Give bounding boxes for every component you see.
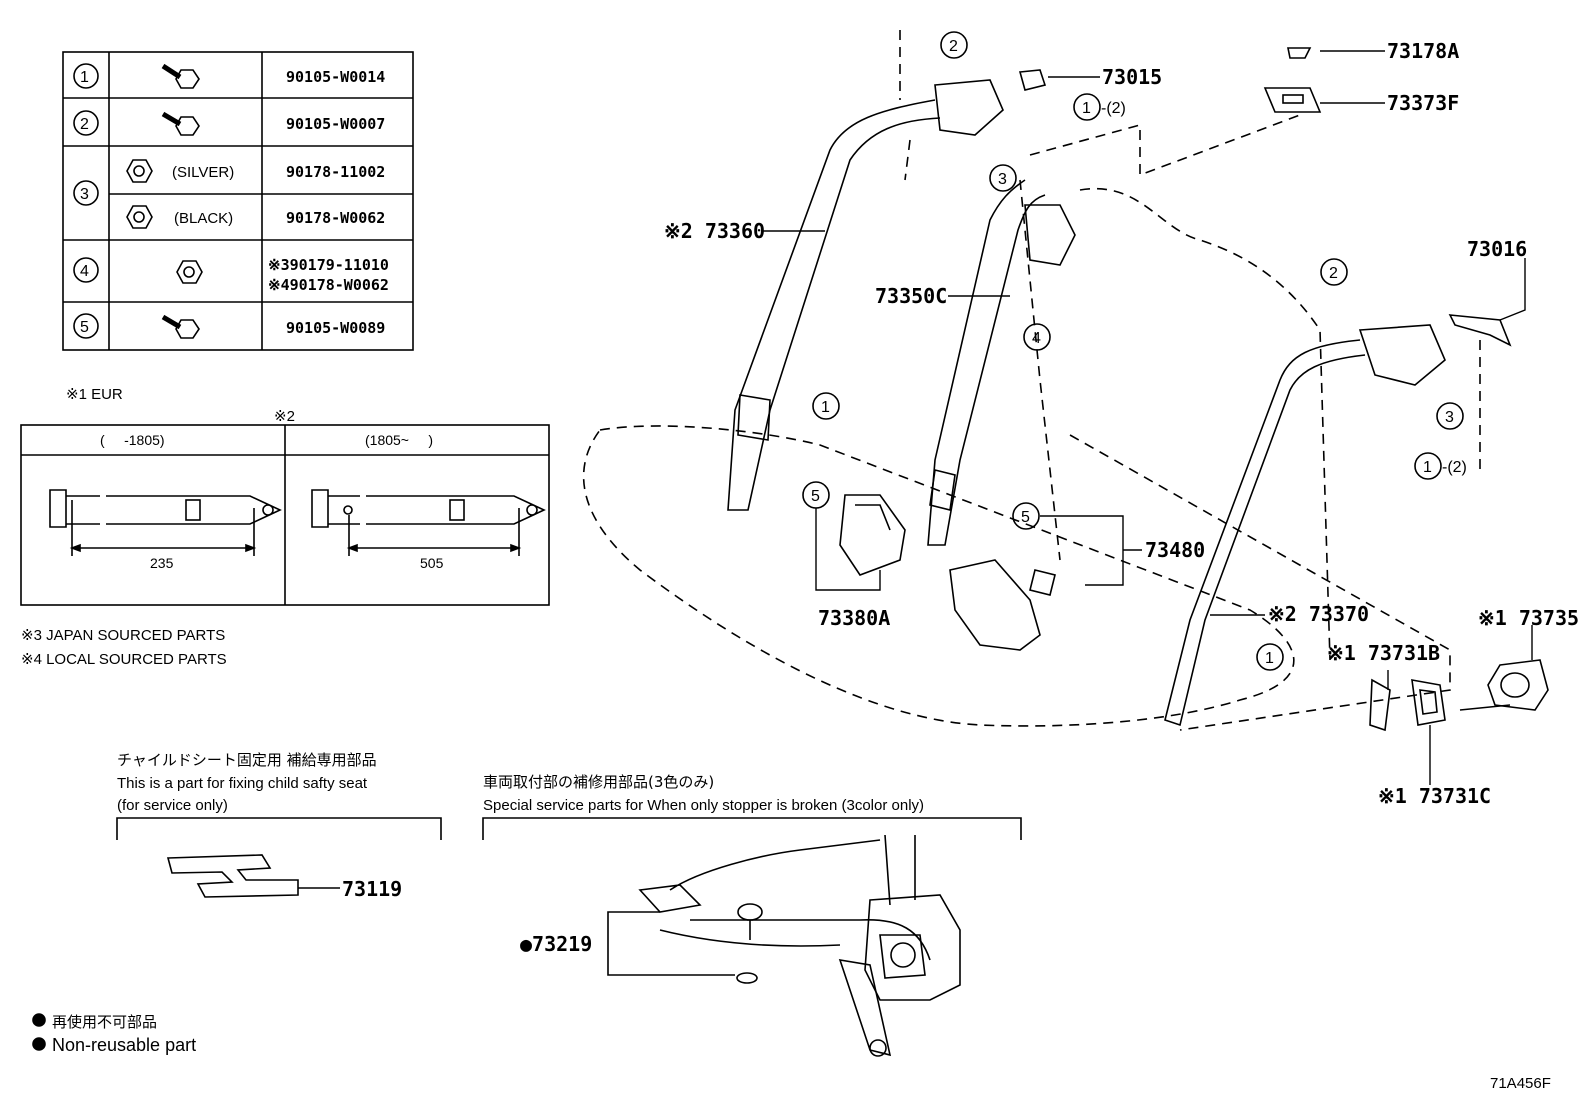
- label-73015: 73015: [1102, 65, 1162, 89]
- label-73380A: 73380A: [818, 606, 890, 630]
- label-73731B: ※1 73731B: [1327, 641, 1440, 665]
- svg-text:1: 1: [1423, 459, 1432, 476]
- svg-text:1: 1: [1082, 100, 1091, 117]
- note-belt-length: ※2: [274, 408, 295, 425]
- label-73360: ※2 73360: [664, 219, 765, 243]
- ref-1-2-a: -(2): [1101, 100, 1126, 117]
- svg-text:5: 5: [1021, 509, 1030, 526]
- part-73735: [1487, 659, 1549, 711]
- label-73731C: ※1 73731C: [1378, 784, 1491, 808]
- child-seat-caption-jp: チャイルドシート固定用 補給専用部品: [117, 751, 377, 769]
- label-73480: 73480: [1145, 538, 1205, 562]
- nut-icon: [126, 205, 153, 229]
- belt-73350C: [927, 179, 1076, 546]
- svg-text:4: 4: [1032, 330, 1041, 347]
- svg-text:3: 3: [1445, 409, 1454, 426]
- svg-text:2: 2: [949, 38, 958, 55]
- belt-header-right: (1805~ ): [365, 432, 433, 448]
- ref-5: 5: [80, 319, 89, 336]
- bolt-icon: [161, 314, 200, 339]
- ref-1: 1: [80, 69, 89, 86]
- note-eur: ※1 EUR: [66, 386, 123, 403]
- child-seat-caption-service: (for service only): [117, 797, 228, 814]
- fastener-table: [62, 51, 414, 351]
- note-black: (BLACK): [174, 210, 233, 227]
- part-73119: [166, 854, 299, 898]
- buckle-73480: [949, 559, 1056, 651]
- label-73350C: 73350C: [875, 284, 947, 308]
- nut-icon: [176, 260, 203, 284]
- nut-icon: [126, 159, 153, 183]
- callout-text: 2 1 3 4 2 3 1 1 5 5 1 -(2) -(2): [811, 38, 1467, 667]
- belt-header-left: ( -1805): [100, 432, 165, 448]
- legend-jp: 再使用不可部品: [52, 1013, 157, 1031]
- label-73219: ●73219: [520, 932, 592, 956]
- part-90178-W0062-local: ※490178-W0062: [268, 276, 389, 294]
- child-seat-caption-en: This is a part for fixing child safty se…: [117, 775, 368, 792]
- svg-text:2: 2: [1329, 265, 1338, 282]
- bolt-icon: [161, 111, 200, 136]
- belt-dim-right: 505: [420, 555, 444, 571]
- svg-text:1: 1: [1265, 650, 1274, 667]
- note-silver: (SILVER): [172, 164, 234, 181]
- diagram-code: 71A456F: [1490, 1075, 1551, 1092]
- ref-3: 3: [80, 186, 89, 203]
- part-90178-11002: 90178-11002: [286, 163, 385, 181]
- buckle-73380A: [839, 494, 906, 576]
- stopper-section: [482, 817, 1022, 1057]
- stopper-caption-jp: 車両取付部の補修用部品(3色のみ): [483, 773, 714, 791]
- stopper-caption-en: Special service parts for When only stop…: [483, 797, 924, 814]
- label-73119: 73119: [342, 877, 402, 901]
- part-73731C: [1411, 679, 1446, 726]
- belt-dim-left: 235: [150, 555, 174, 571]
- label-73016: 73016: [1467, 237, 1527, 261]
- part-90105-W0007: 90105-W0007: [286, 115, 385, 133]
- belt-73360: [727, 79, 1004, 511]
- belt-73370: [1164, 314, 1512, 727]
- belt-length-table: [20, 424, 550, 606]
- svg-text:1: 1: [821, 399, 830, 416]
- ref-2: 2: [80, 116, 89, 133]
- part-73731B: [1369, 678, 1391, 732]
- part-73015: [1018, 69, 1047, 91]
- child-seat-section: [116, 817, 442, 898]
- label-73735: ※1 73735: [1478, 606, 1579, 630]
- part-90178-W0062: 90178-W0062: [286, 209, 385, 227]
- seat-outline: [582, 30, 1481, 731]
- label-73178A: 73178A: [1387, 39, 1459, 63]
- note-japan-sourced: ※3 JAPAN SOURCED PARTS: [21, 627, 225, 644]
- part-73178A: [1287, 47, 1312, 59]
- leader-lines: [763, 50, 1533, 785]
- note-local-sourced: ※4 LOCAL SOURCED PARTS: [21, 651, 227, 668]
- part-90105-W0089: 90105-W0089: [286, 319, 385, 337]
- label-73370: ※2 73370: [1268, 602, 1369, 626]
- label-73373F: 73373F: [1387, 91, 1459, 115]
- part-90105-W0014: 90105-W0014: [286, 68, 385, 86]
- svg-text:5: 5: [811, 488, 820, 505]
- ref-1-2-b: -(2): [1442, 459, 1467, 476]
- legend-en: Non-reusable part: [52, 1035, 196, 1055]
- part-90179-11010: ※390179-11010: [268, 256, 389, 274]
- ref-4: 4: [80, 263, 89, 280]
- part-73373F: [1263, 87, 1322, 113]
- svg-text:3: 3: [998, 171, 1007, 188]
- bolt-icon: [161, 63, 200, 89]
- fastener-table-text: 1 2 3 4 5 (SILVER) (BLACK) 90105-W0014 9…: [80, 68, 389, 337]
